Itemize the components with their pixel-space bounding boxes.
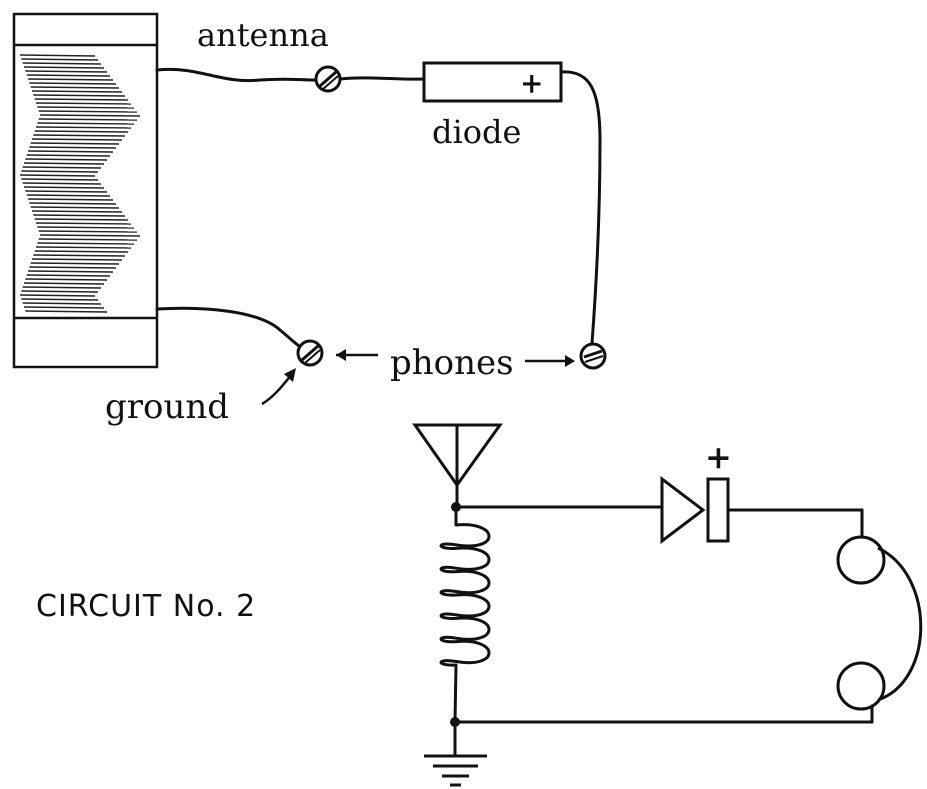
coil-winding-line (27, 78, 114, 81)
coil-winding-line (30, 206, 120, 209)
coil-winding-line (33, 254, 126, 257)
coil-winding-line (27, 150, 114, 153)
coil-winding-line (25, 70, 108, 73)
ground-terminal-icon (296, 339, 324, 367)
ground-wire (155, 306, 304, 350)
phones-left-arrow-icon (336, 349, 378, 361)
coil-winding-line (38, 118, 138, 121)
coil-winding-line (31, 258, 123, 261)
coil-winding-line (39, 114, 141, 117)
coil-winding-line (37, 226, 135, 229)
coil-winding-line (38, 238, 138, 241)
headphones-symbol-icon (836, 535, 923, 711)
diode-plus-label: + (520, 67, 543, 100)
phones-right-arrow-icon (525, 355, 575, 367)
coil-winding-line (26, 154, 111, 157)
coil-winding-line (23, 306, 105, 309)
antenna-terminal-icon (314, 65, 342, 93)
coil-winding-line (23, 186, 105, 189)
coil-winding-line (33, 214, 126, 217)
coil-winding-line (21, 178, 99, 181)
coil-winding-line (22, 166, 102, 169)
coil-winding-line (26, 274, 111, 277)
coil-winding-line (26, 74, 111, 77)
coil-winding-line (33, 94, 126, 97)
coil-winding-line (33, 134, 126, 137)
coil-winding-line (22, 182, 102, 185)
phones-wire-right (559, 70, 602, 345)
coil-winding-line (21, 290, 99, 293)
coil-winding-line (21, 58, 99, 61)
antenna-wire (155, 67, 320, 83)
coil-winding-line (38, 110, 138, 113)
coil-winding-line (22, 302, 102, 305)
diode-symbol-icon (660, 475, 730, 545)
coil-winding-line (38, 230, 138, 233)
coil-winding-line (35, 102, 132, 105)
coil-winding-line (34, 250, 129, 253)
antenna-label: antenna (197, 16, 329, 54)
antenna-symbol-icon (412, 423, 503, 505)
circuit-title: CIRCUIT No. 2 (36, 589, 256, 624)
diode-wire (338, 76, 426, 81)
coil-winding-line (22, 286, 102, 289)
coil-winding-line (35, 246, 132, 249)
coil-winding-line (29, 82, 117, 85)
ground-label: ground (105, 387, 229, 427)
coil-winding-line (31, 210, 123, 213)
coil-winding-line (30, 86, 120, 89)
diode-component: + (422, 61, 563, 103)
schematic-diode-plus: + (705, 438, 732, 476)
coil-winding-line (31, 90, 123, 93)
coil-winding-line (29, 266, 117, 269)
coil-winding-line (30, 142, 120, 145)
phones-terminal-right-icon (579, 342, 607, 370)
coil-winding-line (21, 170, 99, 173)
coil-winding-line (39, 234, 141, 237)
coil-winding-line (25, 190, 108, 193)
ground-arrow-icon (261, 368, 296, 406)
coil-winding-line (30, 262, 120, 265)
phones-label: phones (390, 343, 514, 383)
coil-winding-line (26, 194, 111, 197)
coil-winding-line (35, 126, 132, 129)
coil-winding-line (25, 310, 108, 313)
coil-winding-line (23, 282, 105, 285)
coil-winding-line (19, 174, 96, 177)
coil-winding-line (23, 162, 105, 165)
coil-winding-line (22, 62, 102, 65)
coil-winding-line (19, 294, 96, 297)
coil-winding (19, 54, 141, 313)
diode-label: diode (432, 113, 521, 151)
coil-winding-line (34, 130, 129, 133)
coil-winding-line (23, 66, 105, 69)
coil-winding-line (37, 122, 135, 125)
coil-winding-line (21, 298, 99, 301)
ground-symbol-icon (424, 722, 487, 787)
pictorial-wiring-diagram: antenna + diode phones (12, 12, 607, 427)
coil-winding-line (27, 198, 114, 201)
coil-winding-line (37, 242, 135, 245)
coil-winding-line (37, 106, 135, 109)
coil-winding-line (34, 218, 129, 221)
coil-winding-line (25, 158, 108, 161)
coil-winding-line (35, 222, 132, 225)
coil-winding-line (25, 278, 108, 281)
coil-winding-line (29, 146, 117, 149)
coil-winding-line (34, 98, 129, 101)
coil-winding-line (19, 54, 96, 57)
coil-symbol-icon (439, 507, 491, 723)
coil-winding-line (29, 202, 117, 205)
coil-winding-line (31, 138, 123, 141)
coil-winding-line (27, 270, 114, 273)
coil-panel (12, 12, 159, 369)
schematic-diagram: CIRCUIT No. 2 + (36, 423, 923, 787)
